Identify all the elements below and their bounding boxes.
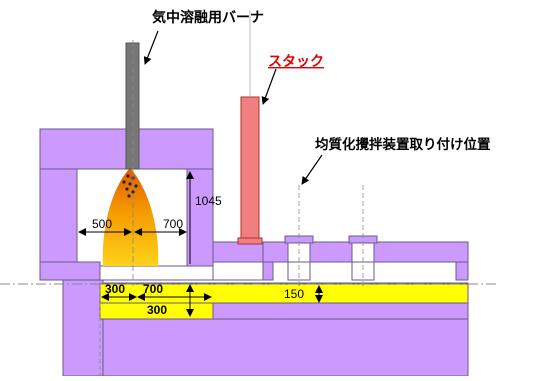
dim-300-left-label: 300 (105, 282, 125, 296)
chamber-floor-ledge (39, 261, 101, 281)
stack-pipe (240, 96, 260, 244)
burner-pipe (125, 42, 140, 170)
channel-wall-left (212, 241, 264, 263)
stack-label: スタック (268, 54, 324, 70)
fuel-particles (122, 174, 138, 198)
dim-300-bottom-label: 300 (147, 303, 167, 317)
channel-side-left (262, 261, 274, 281)
flame (102, 168, 159, 266)
stack-base (237, 237, 263, 245)
channel-inner (212, 261, 264, 281)
burner-label: 気中溶融用バーナ (152, 9, 264, 26)
chamber-hearth (99, 265, 214, 281)
stack-callout-arrow (261, 68, 277, 105)
chamber-right-wall (186, 168, 214, 281)
foundation-left-step (62, 279, 104, 377)
burner-callout-arrow (143, 30, 159, 65)
stirrer-callout-arrow (301, 154, 323, 185)
channel-side-right (455, 261, 469, 281)
dim-700-bottom-label: 700 (143, 282, 163, 296)
dim-150-label: 150 (284, 287, 304, 301)
dim-500-label: 500 (92, 217, 112, 231)
stirrer-label: 均質化攪拌装置取り付け位置 (315, 136, 491, 153)
dim-1045-label: 1045 (195, 194, 222, 208)
dim-700-top-label: 700 (163, 217, 183, 231)
